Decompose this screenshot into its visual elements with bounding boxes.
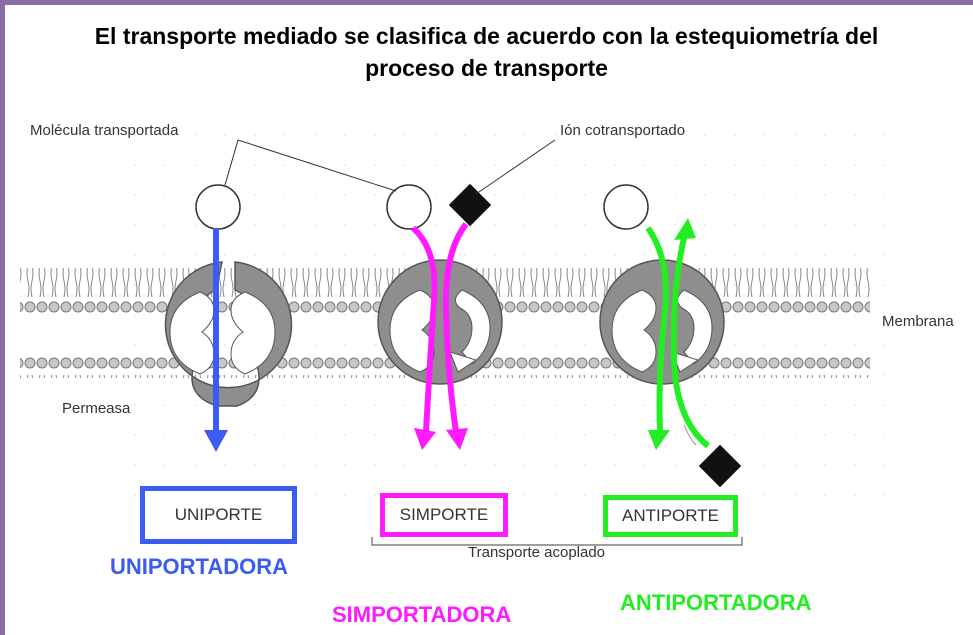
symport-arrowhead-1 [414,428,436,450]
simporte-box: SIMPORTE [380,493,508,537]
simportadora-label: SIMPORTADORA [332,602,512,627]
uniportadora-label: UNIPORTADORA [110,554,289,579]
coupled-transport-label: Transporte acoplado [468,544,606,561]
coupled-transport-bracket [371,537,743,546]
symport-protein [377,259,503,385]
title-line-2: proceso de transporte [365,55,608,81]
antiport-arrowhead-up [674,218,696,240]
leader-lines [224,139,697,446]
ion-diamond-symport [448,183,492,227]
molecule-label: Molécula transportada [30,122,179,139]
uniport-arrow [204,228,228,452]
symport-arrowhead-2 [446,428,468,450]
molecule-circle-uniport [195,184,241,230]
uniporte-box: UNIPORTE [140,486,297,544]
antiport-arrowhead-down [648,430,670,450]
permease-label: Permeasa [62,400,131,417]
ion-label: Ión cotransportado [560,122,686,139]
antiporte-box: ANTIPORTE [603,495,738,537]
permease-protein-1 [164,261,293,407]
antiportadora-label: ANTIPORTADORA [620,590,812,615]
membrane-label: Membrana [882,313,954,330]
molecule-circle-symport [386,184,432,230]
slide-title: El transporte mediado se clasifica de ac… [0,20,973,84]
antiport-arrows [645,226,710,449]
molecule-circle-antiport [603,184,649,230]
symport-arrows [410,222,469,433]
title-line-1: El transporte mediado se clasifica de ac… [94,23,879,49]
